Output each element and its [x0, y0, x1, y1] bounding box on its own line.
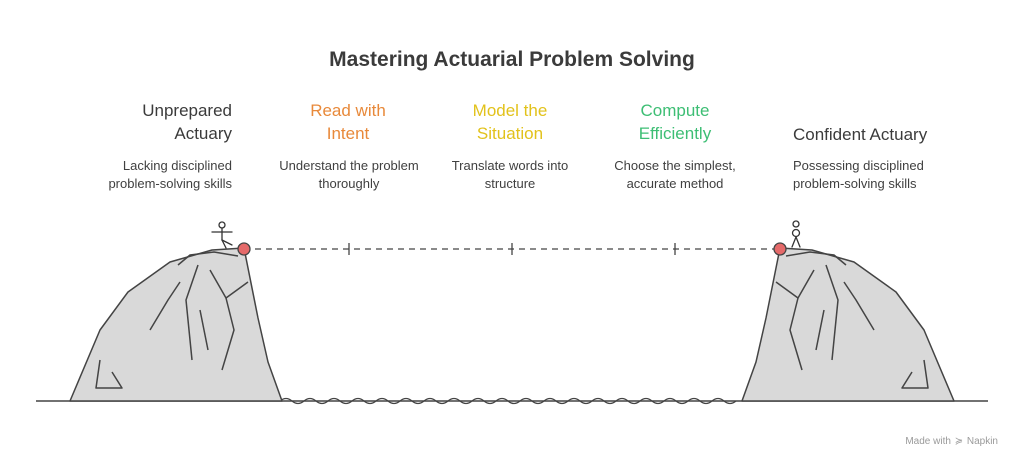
- step-title-compute: Compute Efficiently: [638, 101, 712, 143]
- end-dot: [773, 242, 787, 256]
- right-cliff: [741, 247, 955, 402]
- start-title: Unprepared Actuary: [142, 101, 232, 143]
- napkin-credit[interactable]: Made with ≽ Napkin: [905, 436, 998, 447]
- made-with-text: Made with: [905, 436, 951, 447]
- end-description: Possessing disciplined problem-solving s…: [793, 158, 924, 191]
- left-cliff: [69, 247, 283, 402]
- water-waves: [279, 397, 737, 405]
- end-title: Confident Actuary: [793, 125, 928, 144]
- start-dot: [237, 242, 251, 256]
- napkin-brand-text: Napkin: [966, 436, 998, 447]
- step-title-model: Model the Situation: [472, 101, 548, 143]
- step-description-compute: Choose the simplest, accurate method: [614, 158, 736, 191]
- confident-person-icon: [791, 220, 801, 248]
- start-description: Lacking disciplined problem-solving skil…: [108, 158, 232, 191]
- step-description-read: Understand the problem thoroughly: [279, 158, 419, 191]
- step-description-model: Translate words into structure: [451, 158, 569, 191]
- page-title: Mastering Actuarial Problem Solving: [329, 48, 695, 71]
- step-title-read: Read with Intent: [310, 101, 386, 143]
- napkin-logo-icon: ≽: [954, 436, 964, 447]
- unprepared-person-icon: [211, 221, 233, 249]
